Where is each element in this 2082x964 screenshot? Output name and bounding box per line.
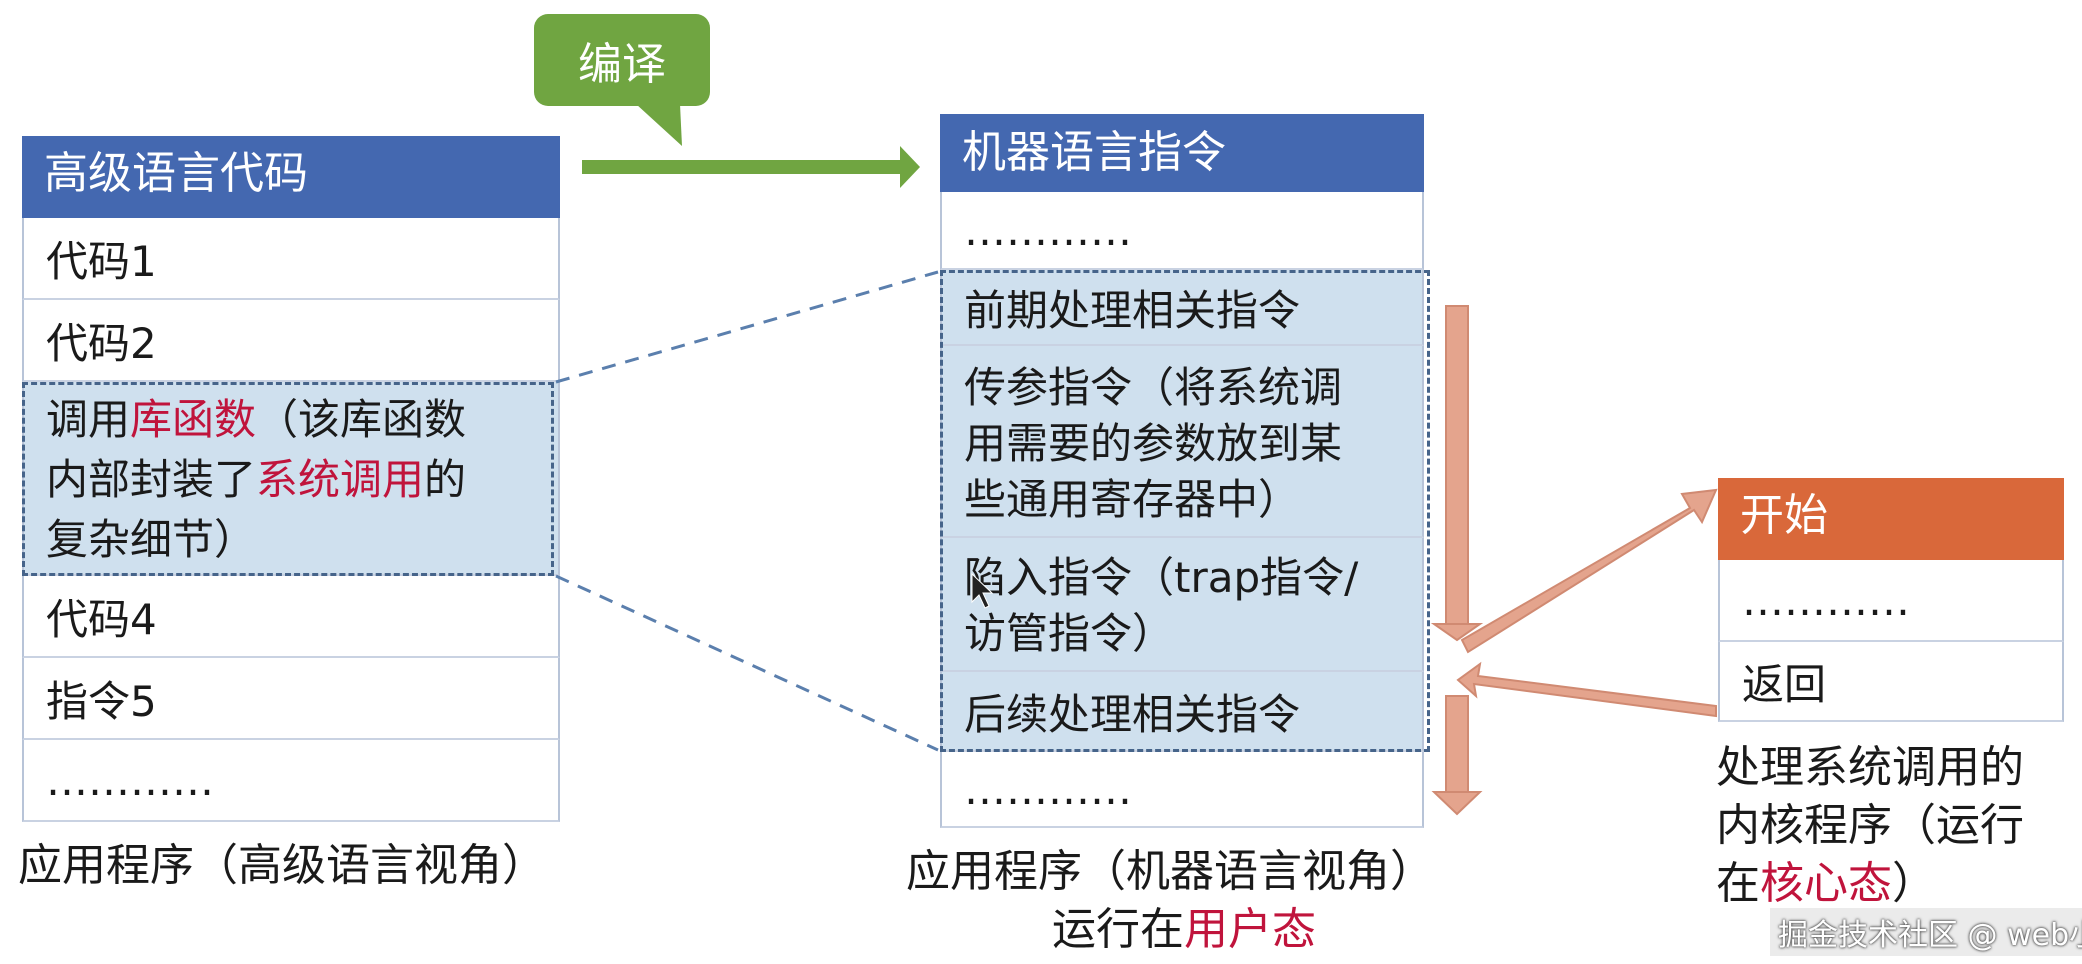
middle-row-preprocess-text: 前期处理相关指令 [964, 285, 1301, 335]
middle-row-ellipsis-bottom: ………… [940, 752, 1424, 828]
middle-row-ellipsis-bottom-text: ………… [964, 764, 1132, 814]
library-call-text: 调用 [46, 395, 131, 444]
zoom-connector-top [555, 270, 939, 384]
left-row-library-call-line1: 调用库函数（该库函数 [46, 390, 558, 450]
pass-params-line1: 传参指令（将系统调 [964, 363, 1343, 412]
right-caption-close: ） [1892, 858, 1936, 909]
left-row-code4-text: 代码4 [46, 594, 157, 644]
down-arrow-upper-icon [1430, 305, 1484, 642]
watermark: 掘金技术社区 @ web小张 [1770, 908, 2082, 956]
pass-params-line2: 用需要的参数放到某 [964, 419, 1343, 468]
left-row-code2-text: 代码2 [46, 318, 157, 368]
library-call-note: （该库函数 [256, 395, 467, 444]
right-caption-line1: 处理系统调用的 [1716, 742, 2024, 793]
right-row-ellipsis-text: ………… [1742, 575, 1910, 625]
return-to-user-arrow-icon [1456, 661, 1717, 718]
right-caption-line2: 内核程序（运行 [1716, 800, 2024, 851]
pass-params-line3: 些通用寄存器中） [964, 475, 1301, 524]
middle-caption-run-in: 运行在 [1052, 904, 1184, 955]
middle-box-header: 机器语言指令 [940, 114, 1424, 192]
right-box-header-text: 开始 [1740, 490, 1828, 541]
right-row-return: 返回 [1718, 642, 2064, 722]
right-caption-in: 在 [1716, 858, 1760, 909]
mouse-cursor-icon [971, 572, 994, 609]
system-call-text: 系统调用 [256, 455, 425, 504]
library-call-note-2: 内部封装了 [46, 455, 257, 504]
down-arrow-lower-icon [1431, 695, 1483, 816]
left-row-library-call: 调用库函数（该库函数 内部封装了系统调用的 复杂细节） [22, 382, 560, 576]
trap-to-kernel-arrow-icon [1460, 488, 1718, 654]
kernel-mode-text: 核心态 [1760, 858, 1892, 909]
library-call-note-3: 的 [424, 455, 467, 504]
left-box-header-text: 高级语言代码 [44, 148, 308, 199]
left-row-code2: 代码2 [22, 300, 560, 382]
left-row-instruction5-text: 指令5 [46, 676, 157, 726]
right-row-return-text: 返回 [1742, 659, 1827, 709]
middle-row-postprocess-text: 后续处理相关指令 [964, 689, 1301, 739]
trap-line1: 陷入指令（trap指令/ [964, 553, 1359, 602]
library-call-note-4: 复杂细节） [46, 515, 257, 564]
left-row-library-call-line2: 内部封装了系统调用的 [46, 450, 558, 510]
right-caption-line3: 在核心态） [1716, 854, 1936, 914]
right-row-ellipsis: ………… [1718, 560, 2064, 642]
left-row-ellipsis: ………… [22, 740, 560, 822]
middle-row-trap: 陷入指令（trap指令/ 访管指令） [940, 538, 1424, 672]
compile-callout: 编译 [534, 14, 710, 106]
middle-box-header-text: 机器语言指令 [962, 127, 1226, 178]
left-row-instruction5: 指令5 [22, 658, 560, 740]
left-row-code1: 代码1 [22, 218, 560, 300]
left-row-code1-text: 代码1 [46, 236, 157, 286]
left-caption: 应用程序（高级语言视角） [18, 840, 546, 891]
left-row-code4: 代码4 [22, 576, 560, 658]
middle-row-ellipsis-top: ………… [940, 192, 1424, 270]
middle-row-preprocess: 前期处理相关指令 [940, 270, 1424, 346]
trap-line2: 访管指令） [964, 609, 1175, 658]
left-row-ellipsis-text: ………… [46, 755, 214, 805]
middle-row-pass-params: 传参指令（将系统调 用需要的参数放到某 些通用寄存器中） [940, 346, 1424, 538]
left-box-header: 高级语言代码 [22, 136, 560, 218]
compile-arrow-icon [582, 146, 920, 188]
middle-row-ellipsis-top-text: ………… [964, 205, 1132, 255]
compile-callout-tail [636, 104, 682, 146]
left-row-library-call-line3: 复杂细节） [46, 510, 558, 570]
middle-caption-line1: 应用程序（机器语言视角） [906, 846, 1434, 897]
compile-callout-text: 编译 [578, 39, 666, 90]
zoom-connector-bottom [555, 574, 939, 752]
right-box-header: 开始 [1718, 478, 2064, 560]
user-mode-text: 用户态 [1184, 904, 1316, 955]
library-function-text: 库函数 [130, 395, 257, 444]
middle-caption-line2: 运行在用户态 [1052, 900, 1316, 960]
